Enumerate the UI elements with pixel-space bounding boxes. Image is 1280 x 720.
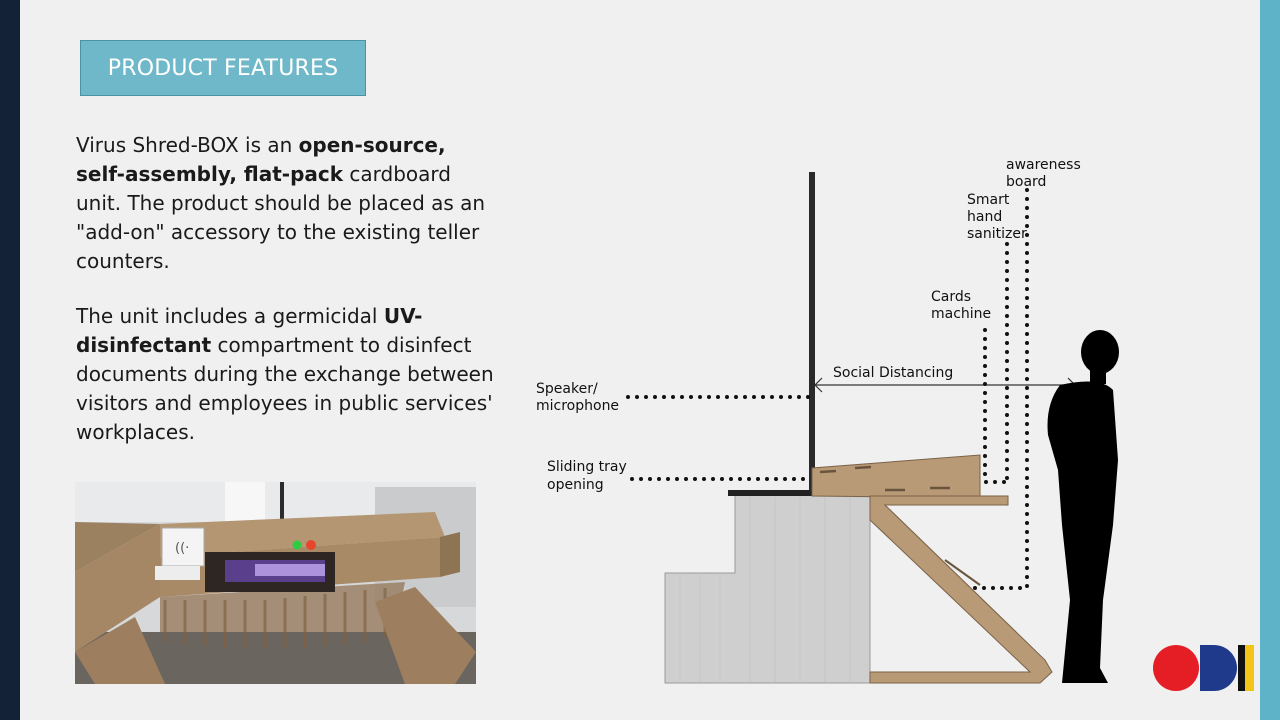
label-hand-sanitizer-2: hand xyxy=(967,209,1002,225)
organization-logo xyxy=(1153,645,1254,691)
paragraph-1-bold: open-source, self-assembly, flat-pack xyxy=(76,133,446,186)
label-sliding-tray: Sliding tray xyxy=(547,459,627,475)
support-frame xyxy=(869,495,1053,684)
right-accent-bar xyxy=(1260,0,1280,720)
label-hand-sanitizer-3: sanitizer xyxy=(967,226,1027,242)
paragraph-2-bold: UV-disinfectant xyxy=(76,304,423,357)
description-text: Virus Shred-BOX is an open-source, self-… xyxy=(76,131,496,473)
label-hand-sanitizer: Smart xyxy=(967,192,1010,208)
protective-screen xyxy=(809,172,815,490)
paragraph-2-text-a: The unit includes a germicidal xyxy=(76,304,384,328)
label-social-distancing: Social Distancing xyxy=(833,365,953,381)
svg-text:((·: ((· xyxy=(175,541,189,556)
counter-diagram: awareness board Smart hand sanitizer Car… xyxy=(536,157,1119,684)
label-cards-machine: Cards xyxy=(931,289,971,305)
label-awareness-board-2: board xyxy=(1006,174,1046,190)
shred-box-unit xyxy=(811,454,981,499)
paragraph-2: The unit includes a germicidal UV-disinf… xyxy=(76,302,496,447)
countertop xyxy=(728,490,882,496)
label-cards-machine-2: machine xyxy=(931,306,991,322)
product-photo: ((· xyxy=(75,482,476,684)
label-awareness-board: awareness xyxy=(1006,157,1081,173)
paragraph-1-text-b: cardboard unit. The product should be pl… xyxy=(76,162,486,273)
counter-body xyxy=(664,494,871,684)
slide-title: PRODUCT FEATURES xyxy=(80,40,366,96)
paragraph-1: Virus Shred-BOX is an open-source, self-… xyxy=(76,131,496,276)
paragraph-2-text-b: compartment to disinfect documents durin… xyxy=(76,333,494,444)
paragraph-1-text-a: Virus Shred-BOX is an xyxy=(76,133,299,157)
label-sliding-tray-2: opening xyxy=(547,477,604,493)
label-microphone: microphone xyxy=(536,398,619,414)
person-silhouette xyxy=(1047,330,1119,683)
left-accent-bar xyxy=(0,0,20,720)
label-speaker: Speaker/ xyxy=(536,381,598,397)
